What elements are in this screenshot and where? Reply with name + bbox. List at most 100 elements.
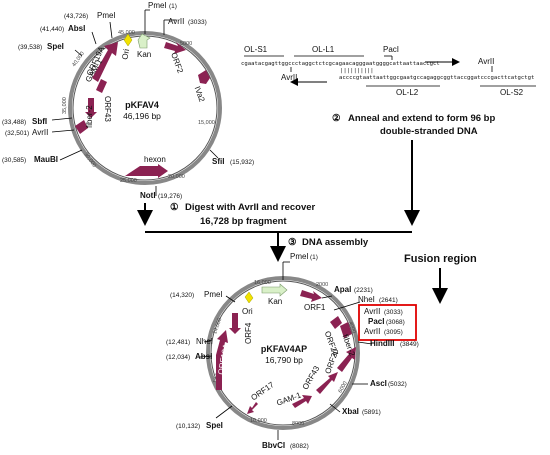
gene-label-orf4: ORF4 [244, 322, 253, 344]
site-label-noti: NotI [140, 191, 156, 200]
site-label-spei: SpeI [47, 42, 64, 51]
tick-label: 2000 [316, 282, 328, 288]
gene-arrow-iva2 [198, 70, 210, 84]
gene-label-orf17: ORF17 [249, 380, 276, 402]
gene-arrow-orf43 [85, 98, 97, 118]
site-pos-apai: (2231) [354, 287, 373, 294]
site-pos-spei: (10,132) [176, 423, 200, 430]
step-2-text-line1: Anneal and extend to form 96 bp [348, 113, 495, 124]
site-pos-xbai: (5891) [362, 409, 381, 416]
gene-label-hexon: hexon [144, 155, 166, 164]
step-3-text: DNA assembly [302, 237, 369, 248]
site-pos-nhei-left: (12,481) [166, 339, 190, 346]
site-label-avrii-3095: AvrII [364, 327, 380, 336]
gene-arrow-fiber2 [340, 322, 352, 338]
tick-label: 45,000 [118, 30, 135, 36]
plasmid-name-top: pKFAV4 [125, 100, 159, 110]
step-number-3: ③ [288, 237, 297, 248]
gene-label-orf1: ORF1 [304, 303, 326, 312]
tick-label: 8000 [292, 421, 304, 427]
site-pos-spei: (39,538) [18, 44, 42, 51]
tick-label: 20,000 [168, 174, 185, 180]
step-2-text-line2: double-stranded DNA [380, 126, 478, 137]
gene-arrow-gam1 [292, 395, 312, 408]
site-pos-noti: (19,276) [158, 193, 182, 200]
site-pos-maubi: (30,585) [2, 157, 26, 164]
site-label-pmei-top: PmeI [290, 252, 309, 261]
site-label-maubi: MauBI [34, 155, 58, 164]
oligo-label-avrii-left: AvrII [281, 73, 297, 82]
site-label-pmei-top: PmeI [148, 1, 167, 10]
site-pos-absi: (12,034) [166, 354, 190, 361]
gene-label-orf43: ORF43 [301, 364, 322, 391]
tick-label: 25,000 [120, 178, 137, 184]
gene-arrow-hexon [125, 164, 168, 178]
kan-marker-top [137, 33, 151, 49]
gene-label-ori: Ori [242, 307, 253, 316]
site-pos-avrii-3033: (3033) [188, 19, 207, 26]
site-pos-nhei-right: (2641) [379, 297, 398, 304]
site-pos-pmei-1: (1) [169, 3, 177, 10]
tick-label: 14,000 [212, 317, 223, 335]
tick-label: 35,000 [62, 97, 68, 114]
site-pos-pmei-43726: (43,726) [64, 13, 88, 20]
gene-label-orf20: ORF20 [323, 347, 340, 375]
gene-arrow-orf19a [216, 330, 228, 390]
site-pos-paci: (3068) [386, 319, 405, 326]
site-label-bbvci: BbvCI [262, 441, 285, 450]
plasmid-size-top: 46,196 bp [123, 111, 161, 121]
site-label-absi: AbsI [68, 24, 85, 33]
step-1-text-line2: 16,728 bp fragment [200, 216, 287, 227]
oligo-label-oll2: OL-L2 [396, 88, 419, 97]
site-label-avrii-left: AvrII [32, 128, 48, 137]
oligo-label-paci: PacI [383, 45, 399, 54]
oligo-label-ols2: OL-S2 [500, 88, 524, 97]
step-number-2: ② [332, 113, 341, 124]
gene-arrow-orf19a [92, 42, 118, 82]
site-label-spei: SpeI [206, 421, 223, 430]
gene-arrow-orf20 [337, 347, 356, 372]
site-label-sfii: SfiI [212, 157, 224, 166]
oligo-bottom-sequence: accccgtaattaattggcgaatgccagaggcggttaccgg… [339, 75, 534, 81]
oligo-top-sequence: cgaatacgagttggccctaggctctcgcagaacagggaat… [241, 61, 440, 67]
site-label-avrii-top: AvrII [168, 17, 184, 26]
plasmid-name-bottom: pKFAV4AP [261, 344, 307, 354]
site-label-pmei-left: PmeI [204, 290, 223, 299]
site-label-nhei-right: NheI [358, 295, 375, 304]
tick-label: 16,000 [254, 280, 271, 286]
ori-marker-top [123, 33, 133, 47]
gene-label-orf2: ORF2 [169, 51, 185, 75]
gene-label-orf43: ORF43 [103, 96, 112, 122]
site-label-xbai: XbaI [342, 407, 359, 416]
fusion-region-label: Fusion region [404, 253, 477, 265]
site-pos-sbfi: (33,488) [2, 119, 26, 126]
site-pos-sfii: (15,932) [230, 159, 254, 166]
site-pos-asci: (5032) [388, 381, 407, 388]
gene-arrow-orf4 [229, 313, 241, 334]
site-label-avrii-3033: AvrII [364, 307, 380, 316]
site-label-paci: PacI [368, 317, 384, 326]
site-label-nhei-left: NheI [196, 337, 213, 346]
site-label-absi: AbsI [195, 352, 212, 361]
oligo-pairing-bars: |||||||||| [340, 68, 374, 74]
gene-arrow-gam1 [96, 79, 107, 93]
oligo-label-oll1: OL-L1 [312, 45, 335, 54]
kan-marker-bottom [261, 283, 288, 297]
site-label-hindiii: HindIII [370, 339, 394, 348]
plasmid-pkfav4: 45,000 5000 40,000 35,000 15,000 30,000 … [2, 1, 254, 200]
step-number-1: ① [170, 202, 179, 213]
gene-label-fiber2: fiber-2 [85, 105, 94, 128]
ori-marker-bottom [244, 291, 254, 304]
gene-label-kan: Kan [137, 50, 151, 59]
tick-label: 5000 [180, 41, 192, 47]
tick-label: 6000 [338, 381, 349, 395]
tick-label: 4000 [347, 321, 357, 335]
site-pos-pmei-left: (14,320) [170, 292, 194, 299]
site-pos-pmei-1: (1) [310, 254, 318, 261]
gene-arrow-orf43 [316, 372, 338, 394]
gene-label-iva2: IVa2 [193, 85, 207, 104]
oligo-annealing-panel: OL-S1 OL-L1 PacI cgaatacgagttggccctaggct… [241, 45, 536, 97]
gene-arrow-orf2 [164, 42, 186, 54]
site-label-apai: ApaI [334, 285, 351, 294]
plasmid-pkfav4ap: 16,000 2000 14,000 4000 12,000 6000 10,0… [166, 252, 419, 450]
